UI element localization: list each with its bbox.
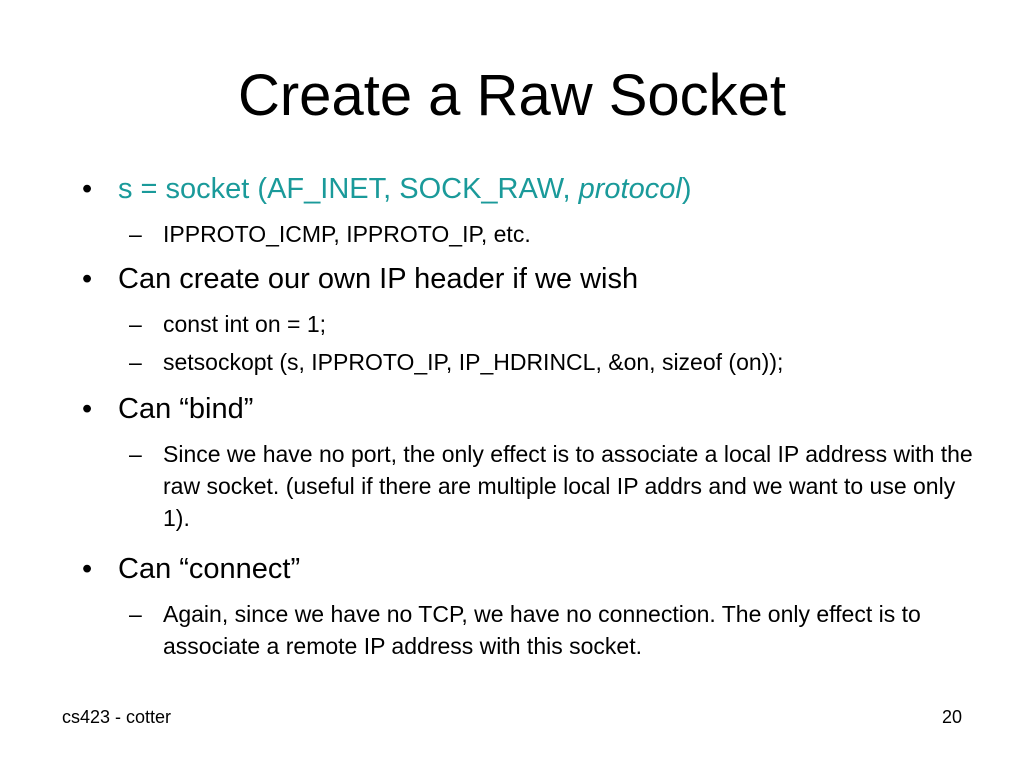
bullet-text: Can create our own IP header if we wish bbox=[118, 263, 639, 295]
dash-marker: – bbox=[129, 601, 142, 627]
slide-title: Create a Raw Socket bbox=[237, 63, 787, 128]
dash-marker: – bbox=[129, 221, 142, 247]
bullet-text: Can “connect” bbox=[118, 553, 301, 585]
page-number: 20 bbox=[941, 707, 962, 727]
bullet-marker: • bbox=[82, 173, 93, 205]
dash-marker: – bbox=[129, 441, 142, 467]
sub-bullet-text: Again, since we have no TCP, we have no … bbox=[163, 601, 921, 659]
bullet-text: s = socket (AF_INET, SOCK_RAW, protocol) bbox=[118, 172, 691, 206]
socket-call-close: ) bbox=[681, 173, 692, 205]
bullet-marker: • bbox=[82, 393, 93, 425]
dash-marker: – bbox=[129, 349, 142, 375]
socket-call-protocol: protocol bbox=[578, 173, 682, 205]
bullet-text: Can “bind” bbox=[118, 393, 254, 425]
sub-bullet-text: const int on = 1; bbox=[163, 311, 327, 337]
sub-bullet-text: IPPROTO_ICMP, IPPROTO_IP, etc. bbox=[163, 221, 531, 247]
socket-call-code: s = socket (AF_INET, SOCK_RAW, bbox=[118, 173, 579, 205]
bullet-marker: • bbox=[82, 263, 93, 295]
footer-course-label: cs423 - cotter bbox=[62, 707, 172, 727]
dash-marker: – bbox=[129, 311, 142, 337]
bullet-marker: • bbox=[82, 553, 93, 585]
sub-bullet-text: setsockopt (s, IPPROTO_IP, IP_HDRINCL, &… bbox=[163, 349, 784, 375]
sub-bullet-text: Since we have no port, the only effect i… bbox=[163, 441, 973, 531]
